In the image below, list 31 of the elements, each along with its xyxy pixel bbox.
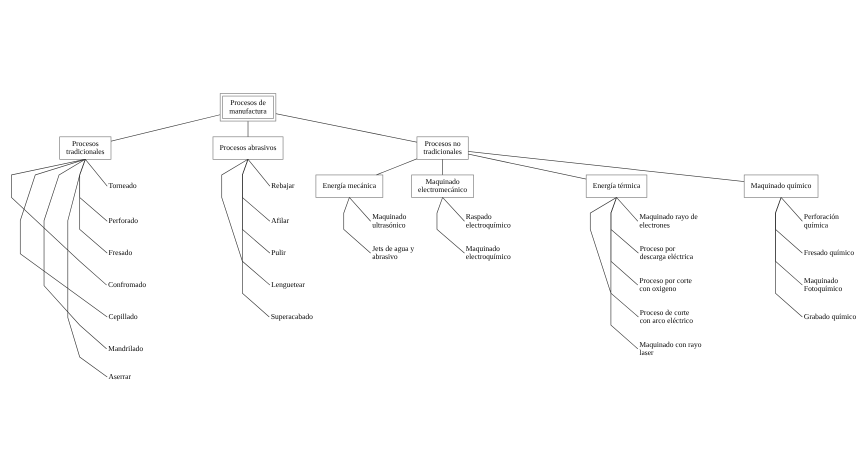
connector xyxy=(589,197,638,318)
connector xyxy=(774,197,802,286)
connector xyxy=(376,158,417,176)
connector xyxy=(84,158,108,186)
connector xyxy=(468,151,744,182)
connector xyxy=(43,158,106,350)
connector xyxy=(242,158,270,222)
connector xyxy=(780,197,802,222)
connector xyxy=(616,197,638,222)
connector xyxy=(242,158,270,254)
connector xyxy=(247,121,248,137)
connector xyxy=(247,158,270,186)
connector xyxy=(348,197,370,222)
connector xyxy=(610,197,638,286)
connector xyxy=(610,197,638,254)
connector xyxy=(67,158,108,378)
connector xyxy=(774,197,802,318)
connector xyxy=(10,158,106,286)
connector xyxy=(275,113,417,143)
connector xyxy=(19,158,108,318)
connector xyxy=(442,197,464,222)
connector xyxy=(610,197,638,350)
connector xyxy=(220,158,270,286)
connector xyxy=(774,197,802,254)
connector xyxy=(242,158,270,318)
connector xyxy=(110,114,220,142)
connector xyxy=(467,154,586,180)
connector xyxy=(436,197,464,254)
connector xyxy=(78,158,108,254)
connector xyxy=(78,158,108,222)
connector xyxy=(342,197,370,254)
